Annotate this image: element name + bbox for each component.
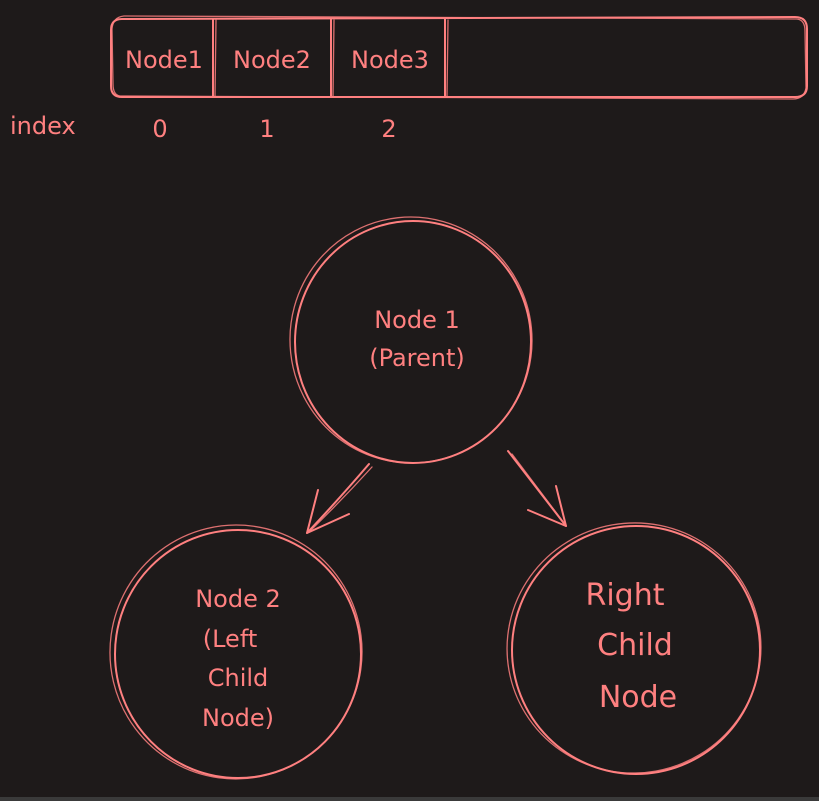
array-cell-0: Node1 xyxy=(125,46,203,74)
right-child-node: Right Child Node xyxy=(506,522,762,775)
edge-parent-to-left xyxy=(306,463,373,534)
right-child-node-label-line-2: Child xyxy=(597,628,673,663)
array-divider-3-sketch xyxy=(446,19,449,98)
array-cell-2: Node3 xyxy=(351,46,429,74)
left-child-node-circle xyxy=(114,529,362,779)
left-child-node-label-line-2: (Left xyxy=(203,625,258,653)
right-child-node-label-line-1: Right xyxy=(586,578,665,613)
parent-node-circle xyxy=(294,220,532,464)
edge-parent-to-left-shaft xyxy=(306,463,370,534)
array-divider-1-sketch xyxy=(214,19,217,98)
edge-parent-to-right-head xyxy=(527,485,567,527)
array-outline-sketch xyxy=(111,15,807,100)
index-0: 0 xyxy=(152,115,167,143)
right-child-node-circle xyxy=(511,525,761,775)
left-child-node-label-line-4: Node) xyxy=(202,704,274,732)
edge-parent-to-right xyxy=(507,450,567,527)
index-1: 1 xyxy=(259,115,274,143)
index-2: 2 xyxy=(381,115,396,143)
bottom-scrollbar-track xyxy=(0,797,819,801)
parent-node: Node 1 (Parent) xyxy=(289,216,533,464)
edge-parent-to-left-head xyxy=(306,489,350,534)
array-cell-1: Node2 xyxy=(233,46,311,74)
edge-parent-to-left-shaft-sketch xyxy=(309,466,373,532)
left-child-node-label-line-1: Node 2 xyxy=(195,585,281,613)
left-child-node-label-line-3: Child xyxy=(208,664,269,692)
array-strip: Node1 Node2 Node3 xyxy=(110,15,808,100)
parent-node-circle-sketch xyxy=(289,216,533,464)
right-child-node-label-line-3: Node xyxy=(599,680,677,715)
array-divider-2-sketch xyxy=(332,19,335,98)
edge-parent-to-right-shaft-sketch xyxy=(511,453,565,524)
parent-node-label-line-2: (Parent) xyxy=(369,344,465,372)
index-label: index xyxy=(10,112,76,140)
left-child-node: Node 2 (Left Child Node) xyxy=(109,524,363,780)
left-child-node-circle-sketch xyxy=(109,524,363,780)
index-row: index 0 1 2 xyxy=(10,112,397,143)
parent-node-label-line-1: Node 1 xyxy=(374,306,460,334)
right-child-node-circle-sketch xyxy=(506,522,762,774)
array-outline xyxy=(110,16,808,98)
